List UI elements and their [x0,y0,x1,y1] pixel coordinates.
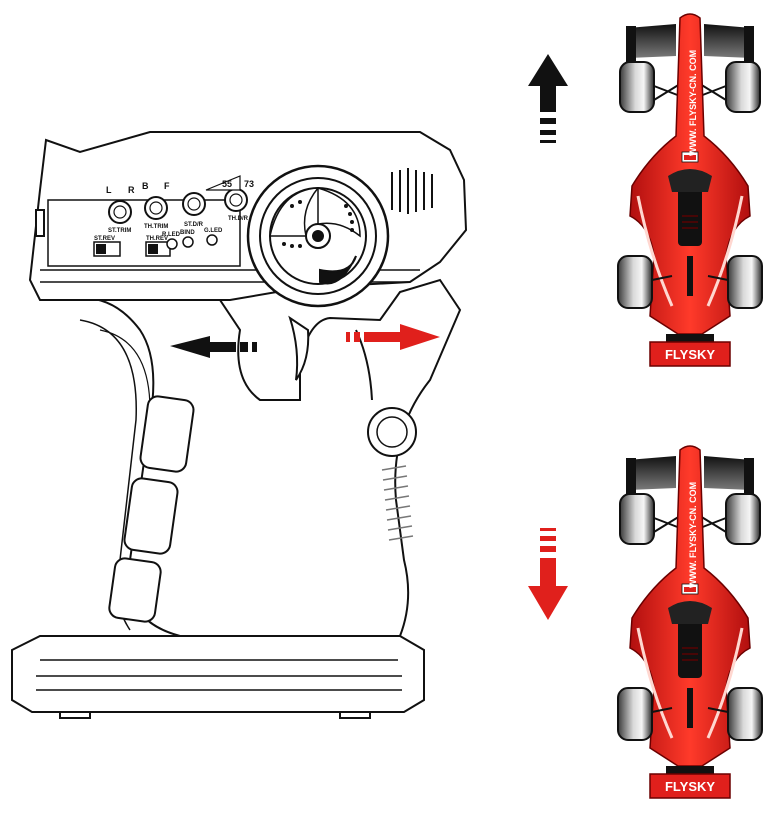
label-throttle-fwd: F [164,181,170,191]
knob-st-trim[interactable] [108,200,132,224]
knob-st-dr[interactable] [182,192,206,216]
label-st-trim: ST.TRIM [108,228,131,234]
label-r-led: R.LED [162,232,181,238]
bind-button[interactable] [182,236,194,248]
label-st-dr: ST.D/R [184,222,204,228]
car-website-text: WWW. FLYSKY-CN. COM [688,482,698,588]
transmitter [11,131,468,719]
label-dr-left: 55 [222,179,232,189]
label-bind: BIND [180,230,195,236]
label-th-rev: TH.REV [146,236,168,242]
label-st-rev: ST.REV [94,236,115,242]
grip-texture [381,465,414,541]
throttle-trigger[interactable] [288,315,310,381]
knob-th-dr[interactable] [224,188,248,212]
vent-grille [391,168,433,214]
grip-pad [108,557,162,623]
arrow-trigger-pull [170,336,257,358]
grip-pad [123,477,179,555]
car-brand-plate: FLYSKY [665,779,715,794]
label-dr-right: 73 [244,179,254,189]
label-steer-right: R [128,185,135,195]
g-led [206,234,218,246]
r-led [166,238,178,250]
arrow-forward [528,54,568,143]
car-top: WWW. FLYSKY-CN. COM FLYSKY [616,12,764,368]
arrow-trigger-push [346,324,440,350]
label-steer-left: L [106,185,112,195]
panel-labels: L R B F 55 73 ST.TRIM TH.TRIM ST.D/R TH.… [94,179,254,242]
car-bottom: WWW. FLYSKY-CN. COM FLYSKY [616,444,764,800]
car-brand-plate: FLYSKY [665,347,715,362]
car-website-text: WWW. FLYSKY-CN. COM [688,50,698,156]
transmitter-base [11,635,425,713]
grip-pad [139,395,195,473]
label-g-led: G.LED [204,228,223,234]
knob-th-trim[interactable] [144,196,168,220]
label-throttle-back: B [142,181,149,191]
label-th-dr: TH.D/R [228,216,249,222]
arrow-backward [528,528,568,620]
label-th-trim: TH.TRIM [144,224,168,230]
